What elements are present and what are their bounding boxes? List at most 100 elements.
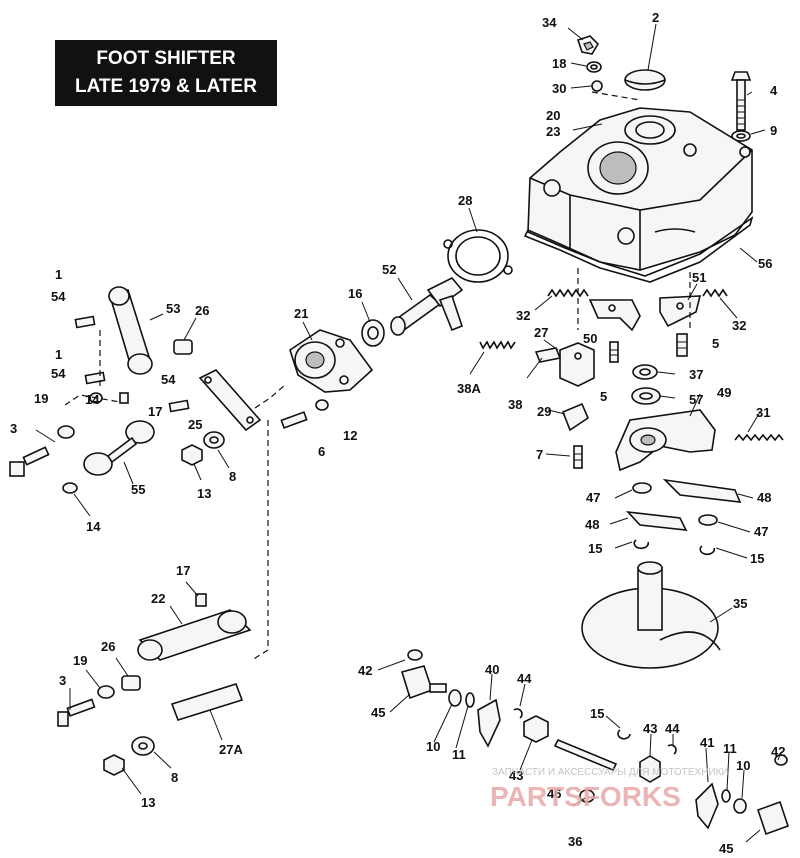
part-11-washer bbox=[465, 692, 731, 803]
part-27a-plate bbox=[170, 683, 244, 721]
callout-32-right: 32 bbox=[732, 318, 746, 333]
callout-54-top: 54 bbox=[51, 289, 66, 304]
callout-labels: 34 2 18 30 4 20 23 9 28 56 52 16 21 51 3… bbox=[10, 10, 785, 856]
callout-40: 40 bbox=[485, 662, 499, 677]
callout-45-right: 45 bbox=[719, 841, 733, 856]
callout-15-left: 15 bbox=[588, 541, 602, 556]
callout-19-top: 19 bbox=[34, 391, 48, 406]
part-18-washer bbox=[586, 61, 602, 73]
part-50-screw bbox=[609, 341, 619, 363]
callout-8-bottom: 8 bbox=[171, 770, 178, 785]
part-49-shift-lever bbox=[615, 409, 716, 472]
callout-13-top: 13 bbox=[197, 486, 211, 501]
callout-27a: 27A bbox=[219, 742, 243, 757]
callout-55: 55 bbox=[131, 482, 145, 497]
watermark-tagline: ЗАПЧАСТИ И АКСЕССУАРЫ ДЛЯ МОТОТЕХНИКИ bbox=[492, 767, 729, 778]
part-9-washer bbox=[731, 130, 751, 142]
callout-22: 22 bbox=[151, 591, 165, 606]
callout-19-bottom: 19 bbox=[73, 653, 87, 668]
callout-44-left: 44 bbox=[517, 671, 532, 686]
callout-50: 50 bbox=[583, 331, 597, 346]
part-43-nut bbox=[523, 715, 661, 783]
callout-2: 2 bbox=[652, 10, 659, 25]
part-2-plug bbox=[624, 69, 666, 91]
callout-13-bottom: 13 bbox=[141, 795, 155, 810]
alignment-lines bbox=[64, 91, 691, 661]
callout-32-left: 32 bbox=[516, 308, 530, 323]
callout-14-top: 14 bbox=[85, 392, 100, 407]
part-4-bolt bbox=[730, 71, 752, 131]
part-27-block bbox=[534, 342, 595, 387]
part-6-screw bbox=[280, 411, 308, 429]
part-3-bolt-2 bbox=[57, 698, 96, 727]
callout-11-left: 11 bbox=[452, 747, 466, 762]
callout-29: 29 bbox=[537, 404, 551, 419]
part-45-block bbox=[400, 665, 790, 836]
callout-31: 31 bbox=[756, 405, 770, 420]
callout-41: 41 bbox=[700, 735, 714, 750]
callout-10-right: 10 bbox=[736, 758, 750, 773]
callout-26-top: 26 bbox=[195, 303, 209, 318]
part-26-bushing bbox=[173, 339, 193, 355]
callout-34: 34 bbox=[542, 15, 557, 30]
callout-45-left: 45 bbox=[371, 705, 385, 720]
part-38a-spring bbox=[479, 340, 516, 350]
callout-38a: 38A bbox=[457, 381, 481, 396]
callout-27: 27 bbox=[534, 325, 548, 340]
callout-54-mid: 54 bbox=[51, 366, 66, 381]
part-20-shifter-housing bbox=[527, 107, 753, 271]
callout-54-right: 54 bbox=[161, 372, 176, 387]
watermark: ЗАПЧАСТИ И АКСЕССУАРЫ ДЛЯ МОТОТЕХНИКИ PA… bbox=[490, 767, 729, 812]
leader-lines bbox=[35, 23, 782, 843]
callout-3-top: 3 bbox=[10, 421, 17, 436]
callout-37: 37 bbox=[689, 367, 703, 382]
callout-23: 23 bbox=[546, 124, 560, 139]
part-8-washer-2 bbox=[131, 736, 155, 756]
part-30-ball bbox=[591, 80, 603, 92]
callout-20: 20 bbox=[546, 108, 560, 123]
part-57-washer bbox=[631, 387, 661, 405]
part-19-washer bbox=[57, 425, 75, 439]
part-8-washer bbox=[203, 431, 225, 449]
part-21-bracket bbox=[289, 329, 374, 393]
callout-44-right: 44 bbox=[665, 721, 680, 736]
callout-5-right: 5 bbox=[712, 336, 719, 351]
callout-57: 57 bbox=[689, 392, 703, 407]
part-14-nut bbox=[62, 392, 103, 494]
part-10-nut bbox=[448, 689, 747, 814]
callout-56: 56 bbox=[758, 256, 772, 271]
callout-28: 28 bbox=[458, 193, 472, 208]
watermark-logo: PARTSFORKS bbox=[490, 781, 681, 812]
title-line-1: FOOT SHIFTER bbox=[96, 48, 236, 69]
callout-48-left: 48 bbox=[585, 517, 599, 532]
part-47-washers bbox=[632, 482, 718, 526]
callout-17-bottom: 17 bbox=[176, 563, 190, 578]
callout-3-bottom: 3 bbox=[59, 673, 66, 688]
callout-5-left: 5 bbox=[600, 389, 607, 404]
callout-11-right: 11 bbox=[723, 741, 737, 756]
part-17-fitting bbox=[119, 392, 129, 404]
callout-38: 38 bbox=[508, 397, 522, 412]
diagram-title: FOOT SHIFTER LATE 1979 & LATER bbox=[55, 40, 277, 106]
part-28-gasket bbox=[443, 229, 513, 283]
callout-47-right: 47 bbox=[754, 524, 768, 539]
part-31-spring bbox=[734, 433, 784, 442]
callout-42-right: 42 bbox=[771, 744, 785, 759]
callout-18: 18 bbox=[552, 56, 566, 71]
part-37-washer bbox=[632, 364, 658, 380]
title-line-2: LATE 1979 & LATER bbox=[75, 76, 257, 97]
part-17-fitting-2 bbox=[195, 593, 207, 607]
part-7-screw bbox=[573, 445, 583, 469]
callout-7: 7 bbox=[536, 447, 543, 462]
callout-26-bottom: 26 bbox=[101, 639, 115, 654]
part-34-fitting bbox=[576, 35, 600, 55]
part-52-shift-shaft bbox=[390, 277, 464, 336]
part-22-lever bbox=[137, 609, 252, 661]
part-29-plate bbox=[561, 402, 589, 432]
part-55-rod-ends bbox=[83, 420, 155, 476]
part-15-clip-3 bbox=[617, 729, 631, 740]
part-41-lever bbox=[695, 782, 719, 830]
part-13-nut bbox=[181, 444, 203, 466]
callout-1-mid: 1 bbox=[55, 347, 62, 362]
